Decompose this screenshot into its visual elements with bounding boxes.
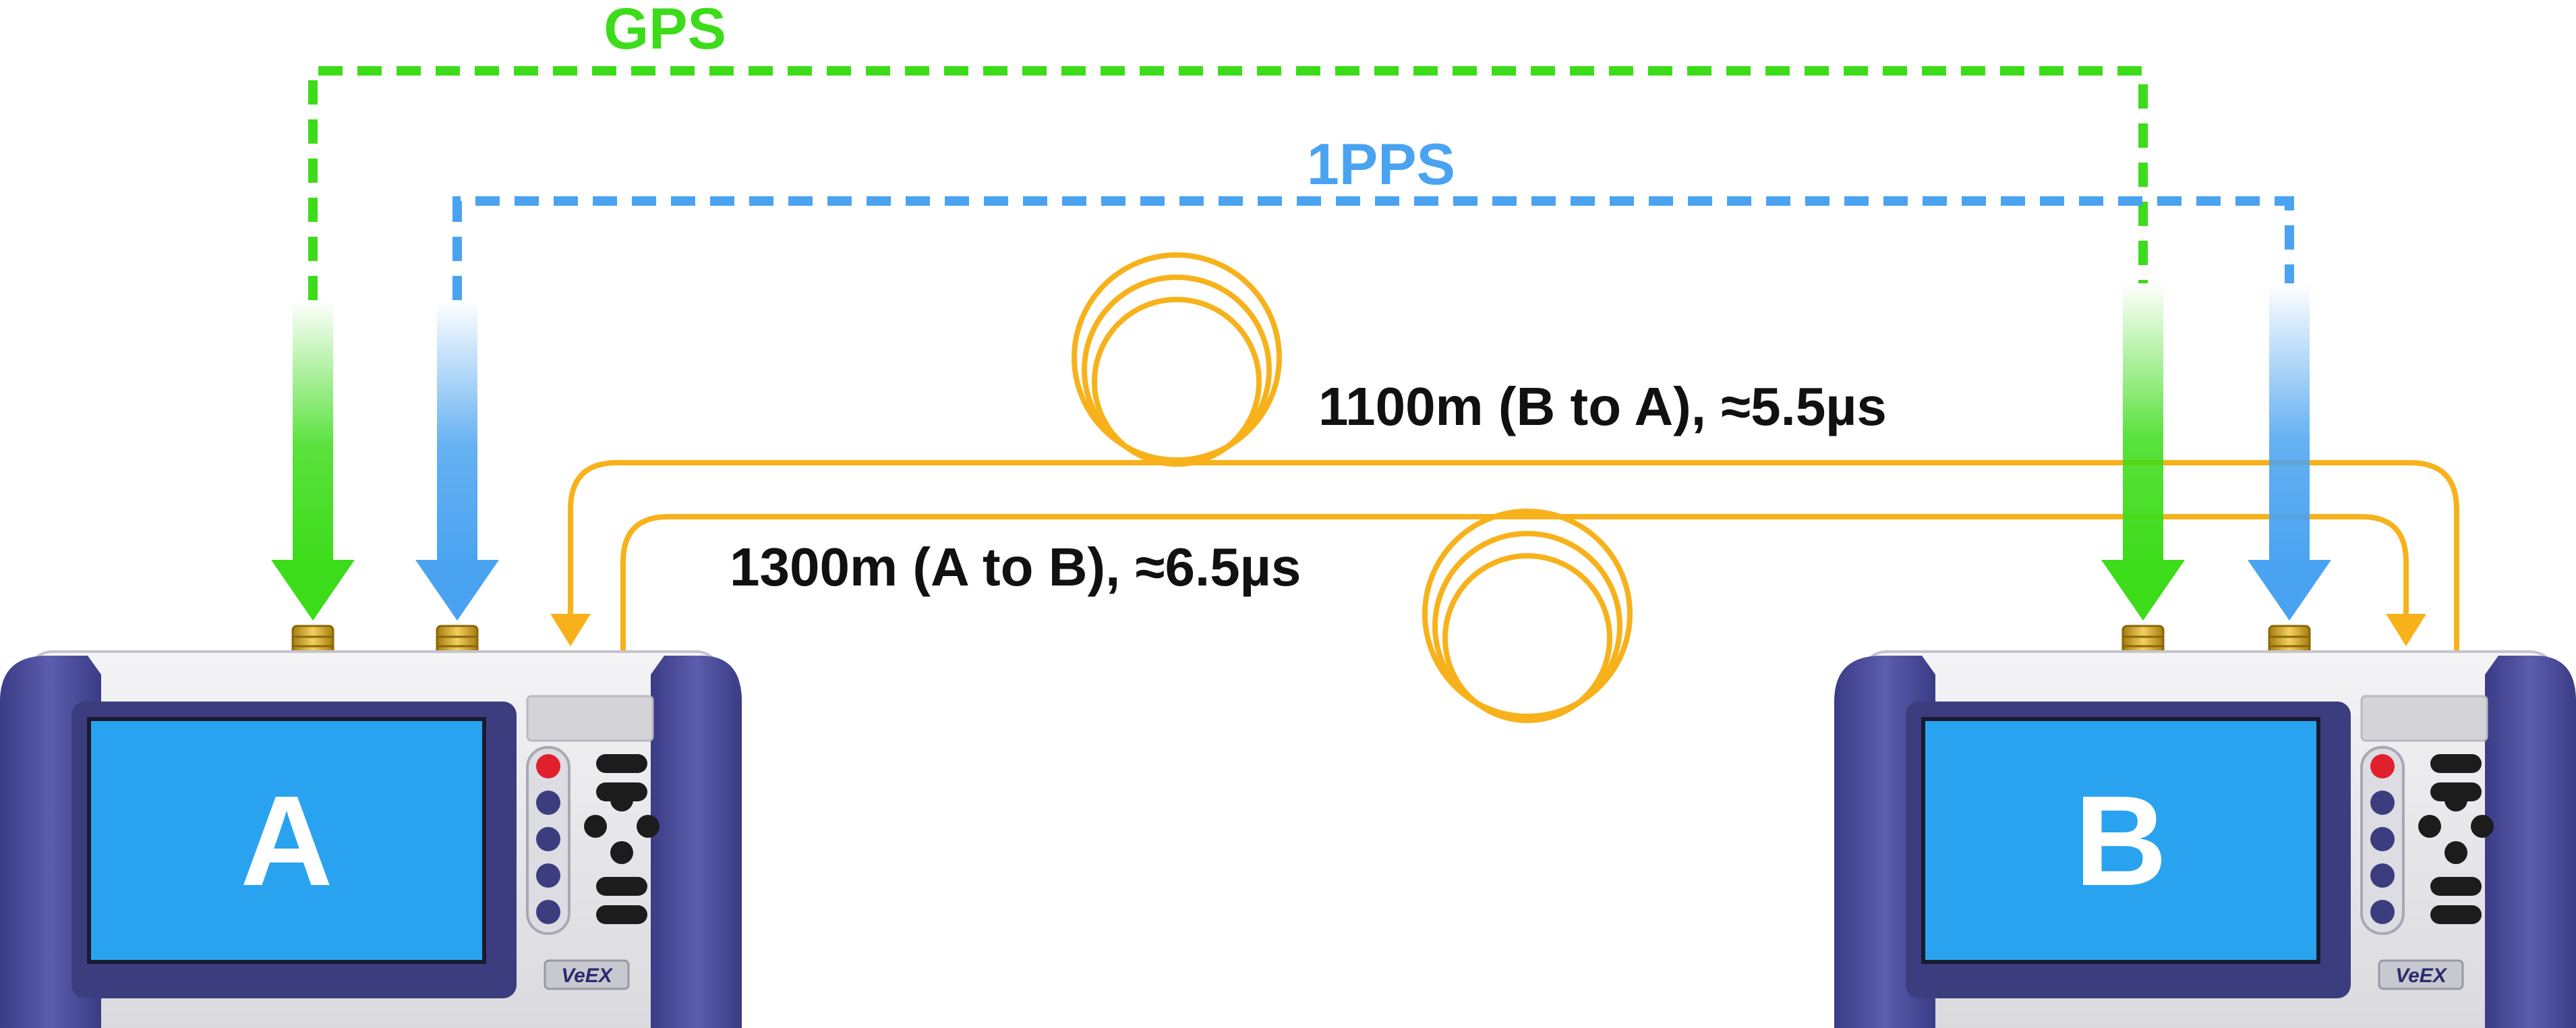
pill-button[interactable] bbox=[596, 905, 647, 924]
device-screen bbox=[87, 717, 486, 964]
fiber-b-to-a bbox=[568, 460, 2459, 656]
fiber-b-to-a-label: 1100m (B to A), ≈5.5µs bbox=[1318, 376, 1887, 436]
d-pad[interactable] bbox=[2418, 789, 2494, 864]
sma-connector-icon bbox=[2121, 625, 2165, 658]
brand-logo: VeEX bbox=[2395, 965, 2448, 987]
function-button[interactable] bbox=[536, 900, 560, 924]
device-a-screen-label: A bbox=[240, 770, 332, 913]
gps-signal-path bbox=[308, 66, 2148, 300]
gps-arrow-into-b bbox=[2101, 283, 2185, 621]
d-pad[interactable] bbox=[584, 789, 660, 864]
arrowhead-into-b bbox=[2386, 614, 2426, 646]
pps-arrow-into-b bbox=[2248, 283, 2331, 621]
fiber-spool-icon bbox=[1072, 252, 1282, 467]
brand-logo: VeEX bbox=[561, 965, 614, 987]
function-button[interactable] bbox=[2370, 827, 2395, 851]
pill-button[interactable] bbox=[596, 754, 647, 773]
fiber-spool-icon bbox=[1422, 509, 1633, 723]
function-button[interactable] bbox=[2370, 900, 2395, 924]
sma-connector-icon bbox=[2268, 625, 2311, 658]
function-button[interactable] bbox=[2370, 791, 2395, 815]
function-button[interactable] bbox=[536, 863, 560, 888]
pill-button[interactable] bbox=[2430, 754, 2482, 773]
arrowhead-into-a bbox=[550, 614, 591, 646]
red-button[interactable] bbox=[536, 754, 560, 778]
pps-label: 1PPS bbox=[1307, 132, 1455, 197]
device-b-screen-label: B bbox=[2074, 770, 2167, 913]
pps-signal-path bbox=[452, 196, 2294, 300]
pill-button[interactable] bbox=[2430, 877, 2482, 896]
pill-button[interactable] bbox=[596, 877, 647, 896]
device-a: A VeEX bbox=[0, 625, 742, 1028]
sma-connector-icon bbox=[291, 625, 334, 658]
pps-arrow-into-a bbox=[415, 300, 499, 621]
pill-button[interactable] bbox=[2430, 905, 2482, 924]
function-button[interactable] bbox=[536, 827, 560, 851]
red-button[interactable] bbox=[2370, 754, 2395, 778]
function-button[interactable] bbox=[2370, 863, 2395, 888]
gps-label: GPS bbox=[604, 0, 726, 61]
fiber-a-to-b-label: 1300m (A to B), ≈6.5µs bbox=[730, 537, 1301, 597]
function-button[interactable] bbox=[536, 791, 560, 815]
device-b: B VeEX bbox=[1834, 625, 2576, 1028]
device-screen bbox=[1921, 717, 2320, 964]
gps-arrow-into-a bbox=[271, 300, 355, 621]
sma-connector-icon bbox=[436, 625, 479, 658]
fiber-a-to-b bbox=[620, 514, 2409, 654]
